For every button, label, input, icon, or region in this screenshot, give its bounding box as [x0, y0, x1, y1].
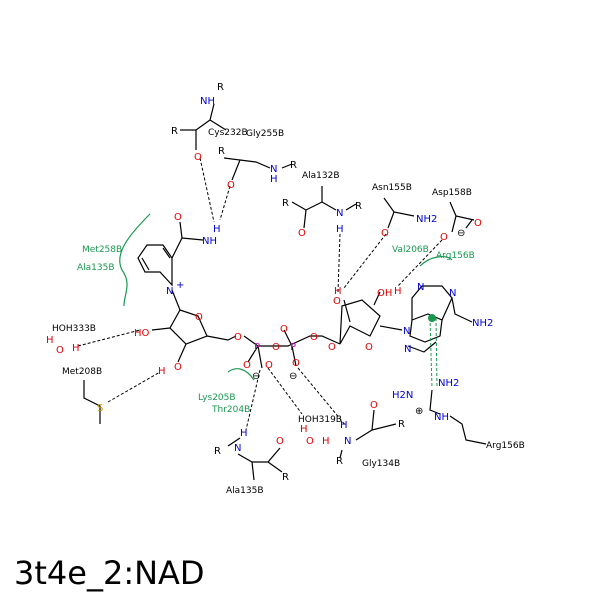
residue-label-cys232: Cys232B	[208, 128, 248, 138]
atom-n: N	[417, 282, 424, 293]
atom-s: S	[97, 403, 103, 414]
atom-h: H	[46, 335, 54, 346]
atom-p: P	[290, 342, 296, 353]
atom-o: O	[381, 228, 389, 239]
atom-nh2: NH2	[438, 378, 459, 389]
atom-r: R	[398, 419, 405, 430]
atom-h2n: H2N	[392, 390, 413, 401]
atom-r: R	[218, 146, 225, 157]
atom-o: O	[195, 312, 203, 323]
residue-label-ala135-top: Ala135B	[77, 263, 115, 273]
atom-o: O	[292, 358, 300, 369]
atom-r: R	[336, 456, 343, 467]
atom-r: R	[214, 446, 221, 457]
residue-label-met258: Met258B	[82, 245, 122, 255]
atom-n: N	[336, 208, 343, 219]
atom-o: O	[227, 180, 235, 191]
atom-h: H	[158, 366, 166, 377]
residue-label-hoh319: HOH319B	[298, 415, 342, 425]
atom-n: N	[270, 164, 277, 175]
atom-r: R	[282, 198, 289, 209]
residue-bonds	[83, 103, 487, 481]
residue-label-val206: Val206B	[392, 245, 429, 255]
atom-o: O	[174, 362, 182, 373]
atom-o: O	[370, 400, 378, 411]
atom-h: H	[240, 428, 248, 439]
atom-p: P	[254, 342, 260, 353]
atom-o: O	[310, 332, 318, 343]
hydrogen-bonds	[77, 157, 443, 431]
residue-label-arg156-top: Arg156B	[436, 251, 475, 261]
atom-h: H	[340, 420, 348, 431]
atom-oh: OH	[377, 288, 392, 299]
atom-r: R	[171, 126, 178, 137]
residue-label-gly134: Gly134B	[362, 459, 400, 469]
charge-plus-small-icon: +	[176, 280, 184, 291]
residue-label-asp158: Asp158B	[432, 188, 472, 198]
pi-cation-contact	[429, 317, 433, 389]
atom-r: R	[290, 160, 297, 171]
atom-h: H	[394, 286, 402, 297]
residue-label-met208: Met208B	[62, 367, 102, 377]
atom-nh: NH	[200, 96, 215, 107]
ligand-title: 3t4e_2:NAD	[14, 554, 205, 592]
atom-h: H	[72, 343, 80, 354]
charge-minus-icon: ⊖	[289, 371, 297, 382]
atom-h: H	[213, 224, 221, 235]
atom-n: N	[166, 286, 173, 297]
atom-o: O	[474, 218, 482, 229]
atom-n: N	[449, 288, 456, 299]
atom-ho: HO	[134, 328, 150, 339]
atom-nh: NH	[202, 236, 217, 247]
atom-n: N	[404, 344, 411, 355]
atom-o: O	[440, 232, 448, 243]
residue-label-thr204: Thr204B	[211, 405, 250, 415]
atom-h: H	[300, 424, 308, 435]
atom-r: R	[355, 201, 362, 212]
residue-label-hoh333: HOH333B	[52, 324, 96, 334]
residue-label-ala132: Ala132B	[302, 171, 340, 181]
atom-nh2: NH2	[472, 318, 493, 329]
atom-n: N	[234, 443, 241, 454]
atom-o: O	[365, 342, 373, 353]
atom-h: H	[270, 174, 278, 185]
atom-nh2: NH2	[416, 214, 437, 225]
atom-o: O	[272, 342, 280, 353]
atom-o: O	[174, 212, 182, 223]
residue-label-gly255: Gly255B	[246, 129, 284, 139]
atom-o: O	[333, 296, 341, 307]
charge-plus-icon: ⊕	[415, 406, 423, 417]
atom-r: R	[282, 472, 289, 483]
pi-centroid-marker	[428, 314, 436, 322]
charge-minus-icon: ⊖	[457, 228, 465, 239]
atom-n: N	[344, 436, 351, 447]
ligand-bonds	[137, 221, 473, 369]
atom-o: O	[234, 332, 242, 343]
atom-o: O	[265, 360, 273, 371]
charge-minus-icon: ⊖	[252, 371, 260, 382]
atom-o: O	[276, 436, 284, 447]
atom-o: O	[306, 436, 314, 447]
residue-label-arg156-bottom: Arg156B	[486, 441, 525, 451]
atom-o: O	[194, 152, 202, 163]
atom-o: O	[328, 342, 336, 353]
atom-o: O	[56, 345, 64, 356]
atom-o: O	[280, 324, 288, 335]
atom-o: O	[243, 360, 251, 371]
atom-h: H	[334, 286, 342, 297]
atom-n: N	[403, 326, 410, 337]
residue-label-asn155: Asn155B	[372, 183, 412, 193]
atom-h: H	[322, 436, 330, 447]
atom-o: O	[298, 228, 306, 239]
residue-label-lys205: Lys205B	[198, 393, 236, 403]
atom-h: H	[336, 224, 344, 235]
residue-label-ala135-bottom: Ala135B	[226, 486, 264, 496]
atom-r: R	[217, 82, 224, 93]
hydrophobic-arcs	[119, 213, 453, 381]
atom-nh: NH	[434, 412, 449, 423]
